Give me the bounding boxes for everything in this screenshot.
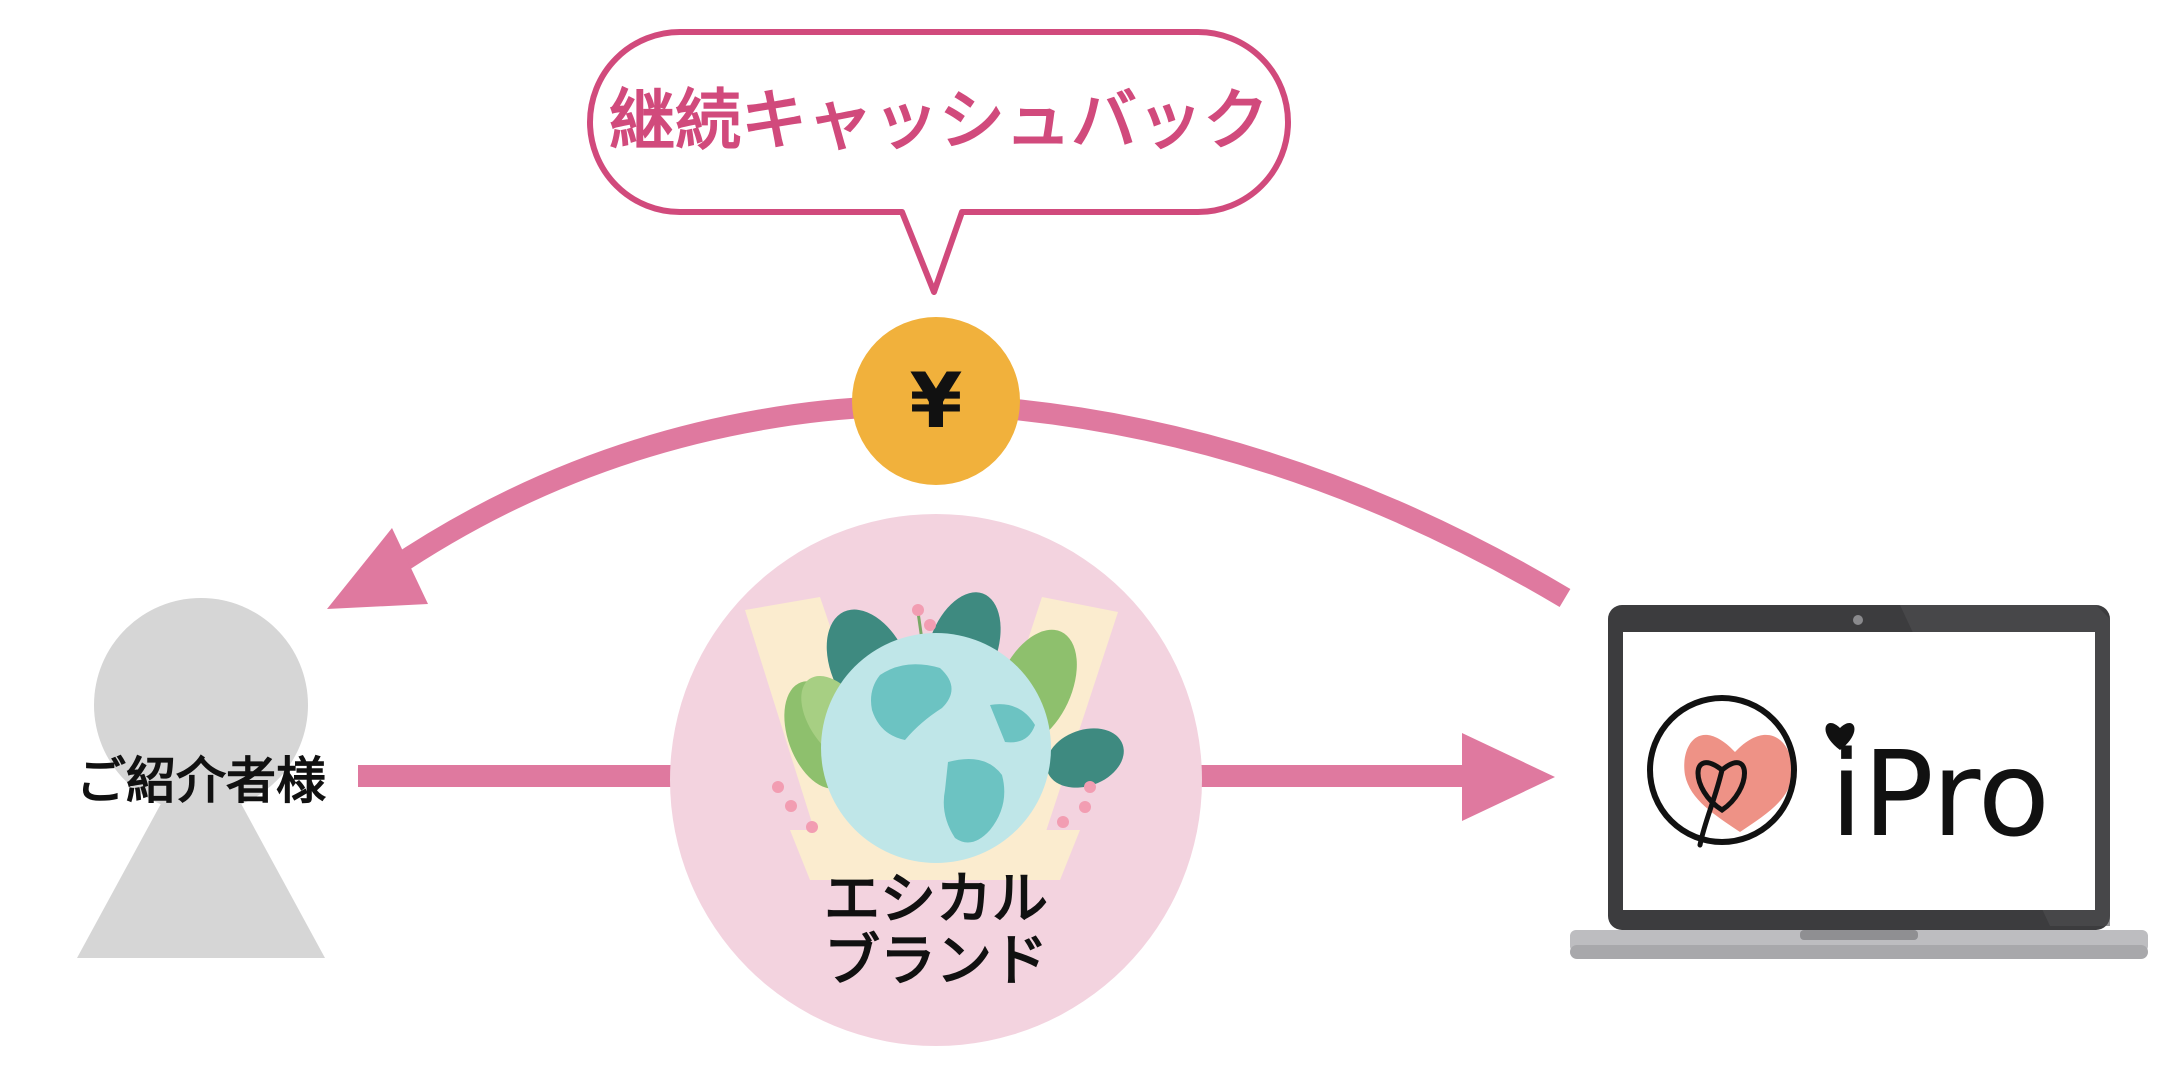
- laptop-icon: iPro: [1570, 605, 2148, 959]
- heart-logo-icon: [1647, 695, 1797, 848]
- yen-coin-icon: ¥: [852, 317, 1020, 485]
- coin-symbol: ¥: [910, 356, 963, 445]
- referrer-label: ご紹介者様: [76, 752, 327, 810]
- speech-bubble-text: 継続キャッシュバック: [609, 82, 1269, 159]
- ethical-brand-group: エシカル ブランド: [670, 514, 1202, 1046]
- ipro-logo-text: iPro: [1830, 725, 2050, 863]
- speech-bubble: 継続キャッシュバック: [587, 29, 1291, 295]
- flow-arrow-head: [1462, 733, 1555, 821]
- brand-label-line1: エシカル: [824, 867, 1048, 932]
- return-arrow-head: [327, 528, 428, 609]
- globe-icon: [821, 633, 1051, 863]
- brand-label-line2: ブランド: [824, 929, 1048, 994]
- ipro-logo: iPro: [1647, 695, 2050, 863]
- ipro-dot-heart-icon: [1825, 723, 1855, 750]
- person-icon: ご紹介者様: [76, 598, 327, 958]
